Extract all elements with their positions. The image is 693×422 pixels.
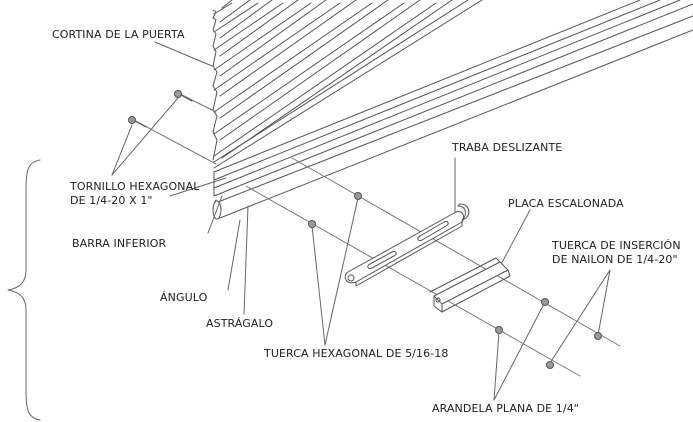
hex-nuts bbox=[308, 192, 362, 228]
brace bbox=[7, 159, 41, 421]
door-curtain-slats bbox=[212, 0, 483, 169]
label-step-plate: PLACA ESCALONADA bbox=[508, 197, 624, 210]
label-door-curtain: CORTINA DE LA PUERTA bbox=[52, 28, 185, 41]
slide-lock bbox=[344, 203, 470, 287]
label-hex-bolt-line1: TORNILLO HEXAGONAL bbox=[70, 180, 200, 193]
label-nylon-nut-line2: DE NAILON DE 1/4-20" bbox=[552, 253, 678, 266]
astragal bbox=[212, 15, 693, 220]
label-nylon-nut-line1: TUERCA DE INSERCIÓN bbox=[552, 239, 681, 252]
step-plate bbox=[429, 257, 511, 313]
label-bottom-bar: BARRA INFERIOR bbox=[72, 237, 167, 250]
label-angle: ÁNGULO bbox=[160, 291, 208, 304]
flat-washers bbox=[495, 298, 549, 334]
label-hex-nut: TUERCA HEXAGONAL DE 5/16-18 bbox=[264, 347, 449, 360]
label-hex-bolt-line2: DE 1/4-20 X 1" bbox=[70, 194, 153, 207]
label-flat-washer: ARANDELA PLANA DE 1/4" bbox=[432, 402, 579, 415]
nylon-nuts bbox=[546, 332, 602, 369]
label-slide-lock: TRABA DESLIZANTE bbox=[452, 141, 563, 154]
axis-lines bbox=[131, 92, 621, 377]
label-astragal: ASTRÁGALO bbox=[206, 317, 274, 330]
hex-bolts bbox=[128, 90, 193, 128]
bottom-bar bbox=[213, 0, 693, 197]
leader-lines bbox=[111, 41, 611, 401]
